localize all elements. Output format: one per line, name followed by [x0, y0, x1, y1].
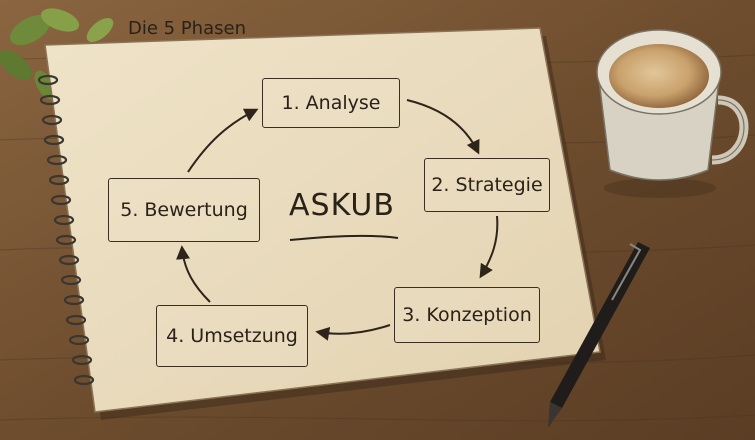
phase-box-konzeption: 3. Konzeption: [394, 287, 540, 343]
center-title: ASKUB: [289, 188, 395, 223]
arrow-konzeption-to-umsetzung: [315, 324, 391, 341]
caption-text: Die 5 Phasen: [128, 18, 246, 39]
coffee-cup-icon: [596, 29, 749, 198]
arrow-bewertung-to-analyse: [187, 108, 259, 173]
phase-box-strategie: 2. Strategie: [424, 158, 550, 212]
arrow-analyse-to-strategie: [406, 99, 480, 155]
cycle-arrows: [176, 99, 499, 341]
phase-box-analyse: 1. Analyse: [262, 78, 400, 128]
arrow-strategie-to-konzeption: [479, 215, 499, 279]
center-underline: [289, 234, 399, 241]
notebook: [44, 27, 606, 420]
arrow-umsetzung-to-bewertung: [176, 245, 211, 303]
pen-icon: [548, 242, 650, 428]
spiral-binding: [37, 74, 95, 386]
phase-box-bewertung: 5. Bewertung: [108, 178, 260, 242]
phase-box-umsetzung: 4. Umsetzung: [156, 305, 308, 367]
